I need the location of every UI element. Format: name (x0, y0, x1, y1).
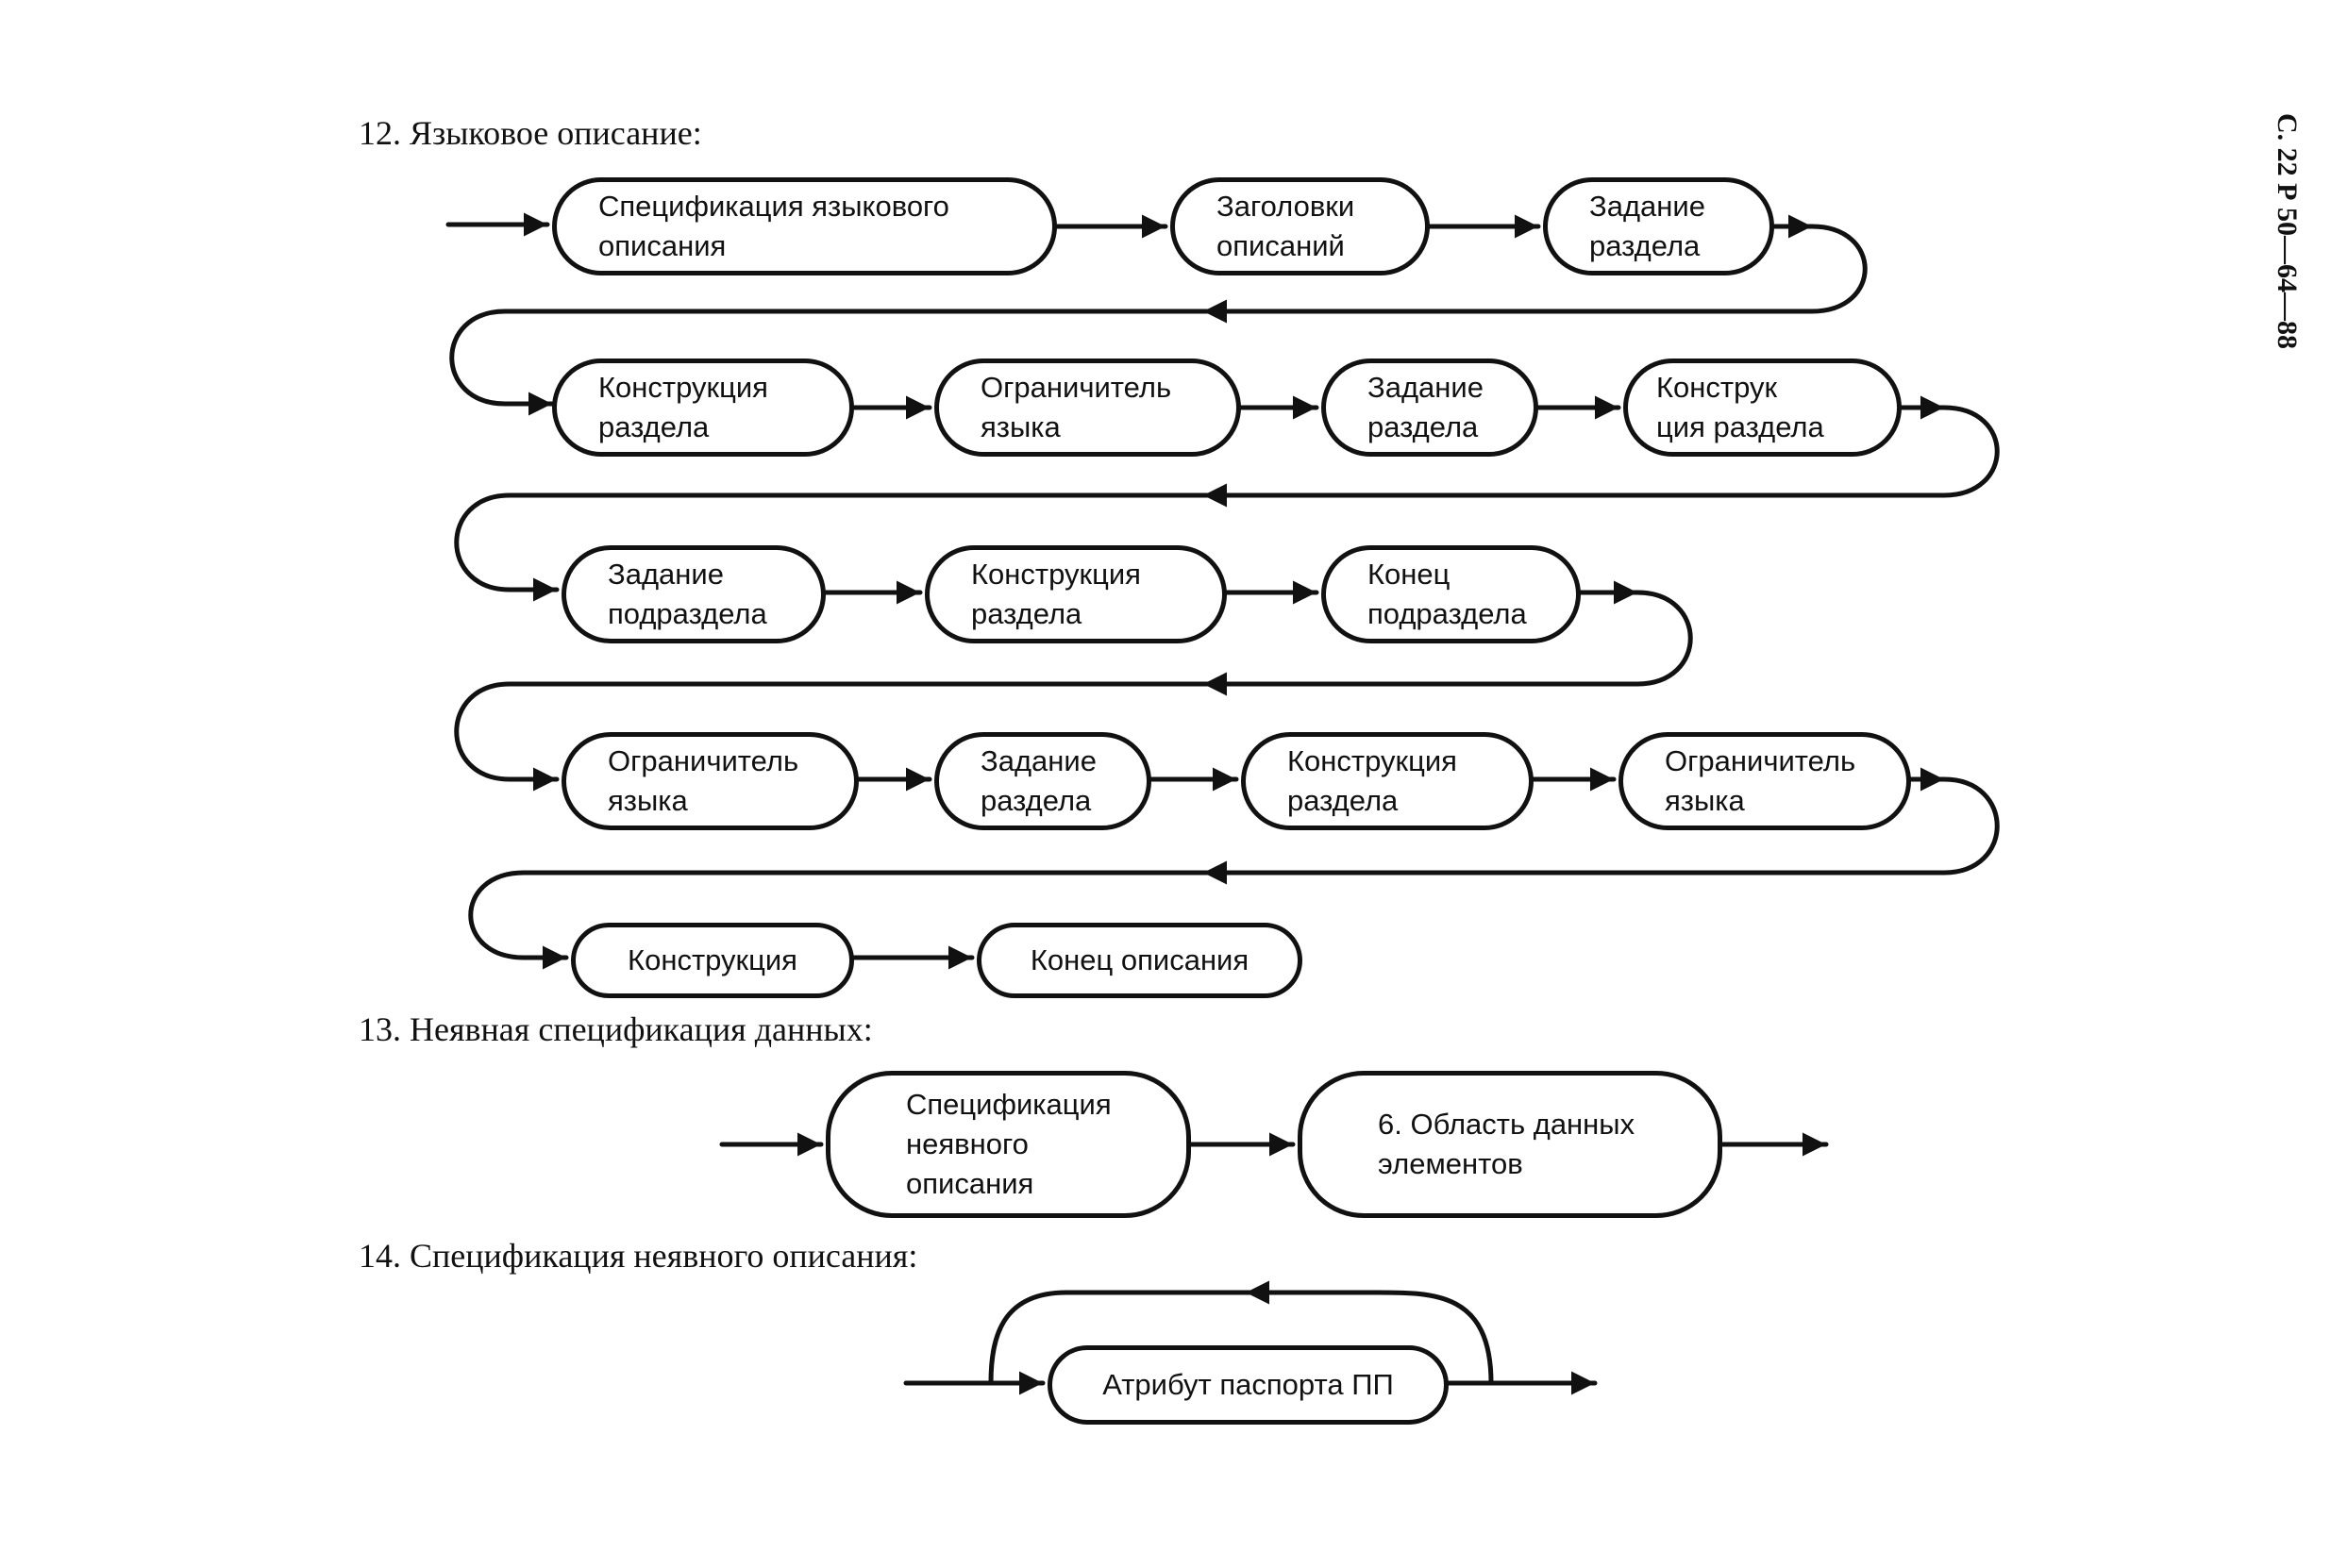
node-section-construction: Конструк ция раздела (1623, 359, 1902, 457)
node-line: Задание (608, 558, 724, 591)
node-implicit-description-spec: Спецификация неявного описания (826, 1071, 1191, 1218)
node-software-passport-attribute: Атрибут паспорта ПП (1048, 1345, 1449, 1425)
node-line: Конструк (1656, 371, 1778, 404)
node-section-task: Задание раздела (1321, 359, 1538, 457)
return-connector (1200, 405, 2000, 508)
node-line: Конструкция (971, 558, 1141, 591)
loop-connector (1243, 1280, 1494, 1386)
node-line: раздела (971, 597, 1082, 630)
node-line: ция раздела (1656, 410, 1824, 443)
node-line: языка (1665, 784, 1745, 817)
node-line: Конец (1367, 558, 1451, 591)
node-line: Ограничитель (981, 371, 1172, 404)
node-line: языка (608, 784, 688, 817)
return-connector (468, 870, 1206, 970)
node-language-delimiter: Ограничитель языка (562, 732, 859, 830)
return-connector (1200, 224, 1868, 324)
return-connector (1200, 590, 1693, 696)
node-line: описания (598, 229, 727, 262)
node-line: элементов (1378, 1147, 1523, 1180)
node-line: Заголовки (1216, 190, 1355, 223)
return-connector (454, 492, 1206, 602)
node-line: Ограничитель (608, 744, 799, 777)
node-line: Спецификация языкового (598, 190, 949, 223)
loop-connector (988, 1290, 1249, 1386)
node-section-construction: Конструкция раздела (552, 359, 854, 457)
node-line: Конструкция (1287, 744, 1457, 777)
node-line: неявного (906, 1127, 1029, 1160)
node-line: Спецификация (906, 1088, 1112, 1121)
node-description-headers: Заголовки описаний (1170, 177, 1430, 275)
node-line: Задание (981, 744, 1097, 777)
node-line: Ограничитель (1665, 744, 1856, 777)
node-line: подраздела (1367, 597, 1527, 630)
node-subsection-end: Конец подраздела (1321, 545, 1581, 643)
node-line: языка (981, 410, 1061, 443)
node-construction: Конструкция (571, 923, 854, 998)
node-line: подраздела (608, 597, 767, 630)
node-line: раздела (981, 784, 1092, 817)
node-language-delimiter: Ограничитель языка (1618, 732, 1911, 830)
node-line: Атрибут паспорта ПП (1102, 1368, 1394, 1401)
node-language-delimiter: Ограничитель языка (934, 359, 1241, 457)
node-section-construction: Конструкция раздела (1241, 732, 1534, 830)
node-line: описаний (1216, 229, 1345, 262)
node-language-description-spec: Спецификация языкового описания (552, 177, 1057, 275)
node-line: Задание (1589, 190, 1705, 223)
node-section-construction: Конструкция раздела (925, 545, 1227, 643)
node-line: Конструкция (598, 371, 768, 404)
node-line: раздела (1367, 410, 1479, 443)
node-line: раздела (1287, 784, 1399, 817)
node-line: Конструкция (628, 943, 797, 976)
return-connector (1200, 776, 2000, 885)
node-line: Задание (1367, 371, 1484, 404)
node-section-task: Задание раздела (1543, 177, 1774, 275)
node-line: Конец описания (1030, 943, 1249, 976)
heading-implicit-data-spec: 13. Неявная спецификация данных: (359, 1010, 873, 1048)
node-description-end: Конец описания (977, 923, 1302, 998)
heading-language-description: 12. Языковое описание: (359, 114, 702, 152)
node-section-task: Задание раздела (934, 732, 1151, 830)
node-line: описания (906, 1167, 1034, 1200)
node-element-data-area: 6. Область данных элементов (1298, 1071, 1722, 1218)
node-line: раздела (1589, 229, 1701, 262)
node-line: 6. Область данных (1378, 1108, 1635, 1141)
node-subsection-task: Задание подраздела (562, 545, 826, 643)
return-connector (449, 309, 1206, 416)
heading-implicit-description-spec: 14. Спецификация неявного описания: (359, 1237, 918, 1275)
return-connector (454, 681, 1206, 792)
node-line: раздела (598, 410, 710, 443)
